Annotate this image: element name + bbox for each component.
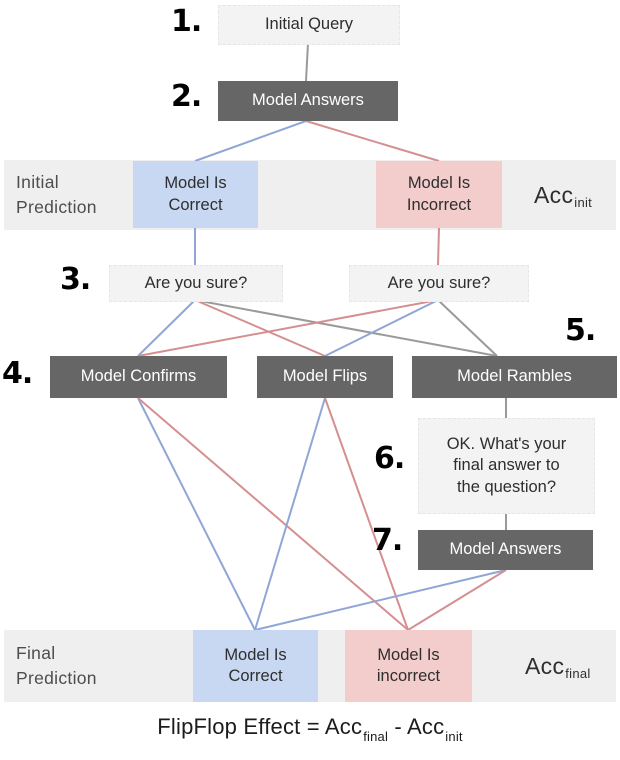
- node-model-flips: Model Flips: [257, 356, 393, 398]
- step-number-5: 5.: [565, 313, 596, 348]
- step-number-4: 4.: [2, 356, 33, 391]
- acc-final-base: Acc: [525, 652, 565, 679]
- node-model-answers-final: Model Answers: [418, 530, 593, 570]
- step-number-2: 2.: [171, 79, 202, 114]
- caption-separator: - Acc: [388, 714, 445, 739]
- step-number-1: 1.: [171, 4, 202, 39]
- node-initial-query: Initial Query: [218, 5, 400, 45]
- node-model-is-incorrect-initial: Model Is Incorrect: [376, 161, 502, 228]
- node-model-is-correct-initial: Model Is Correct: [133, 161, 258, 228]
- node-model-is-correct-final: Model Is Correct: [193, 630, 318, 702]
- step-number-6: 6.: [374, 441, 405, 476]
- node-final-answer-question: OK. What's your final answer to the ques…: [418, 418, 595, 514]
- final-prediction-label: Final Prediction: [16, 642, 97, 688]
- node-model-answers-initial: Model Answers: [218, 81, 398, 121]
- caption-sub-init: init: [445, 729, 463, 744]
- acc-init-subscript: init: [574, 194, 593, 210]
- flipflop-formula-caption: FlipFlop Effect = Accfinal - Accinit: [0, 714, 620, 744]
- step-number-3: 3.: [60, 262, 91, 297]
- acc-final-subscript: final: [565, 665, 591, 681]
- caption-prefix: FlipFlop Effect = Acc: [157, 714, 363, 739]
- node-model-is-incorrect-final: Model Is incorrect: [345, 630, 472, 702]
- acc-init-base: Acc: [534, 181, 574, 208]
- caption-sub-final: final: [363, 729, 389, 744]
- node-are-you-sure-left: Are you sure?: [109, 265, 283, 302]
- node-model-rambles: Model Rambles: [412, 356, 617, 398]
- node-model-confirms: Model Confirms: [50, 356, 227, 398]
- node-are-you-sure-right: Are you sure?: [349, 265, 529, 302]
- initial-prediction-label: Initial Prediction: [16, 171, 97, 217]
- step-number-7: 7.: [372, 523, 403, 558]
